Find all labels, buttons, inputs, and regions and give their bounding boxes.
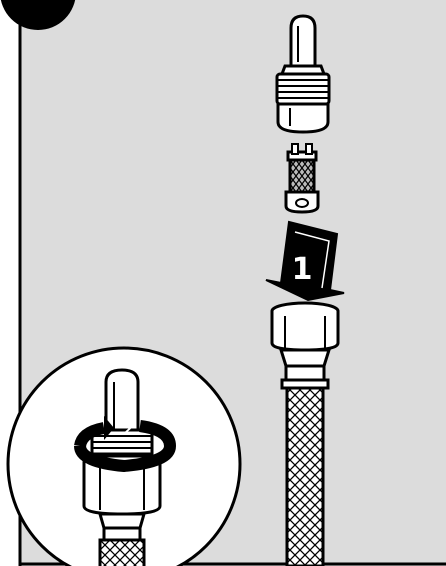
inset-detail: 2 bbox=[8, 348, 240, 566]
supply-pipe bbox=[291, 16, 315, 66]
step-2-label: 2 bbox=[123, 423, 132, 438]
threaded-connector bbox=[277, 66, 329, 132]
filter-insert bbox=[286, 144, 318, 212]
inset-hose-end bbox=[100, 528, 144, 566]
braided-hose bbox=[282, 380, 328, 566]
step-1-label: 1 bbox=[292, 252, 313, 287]
